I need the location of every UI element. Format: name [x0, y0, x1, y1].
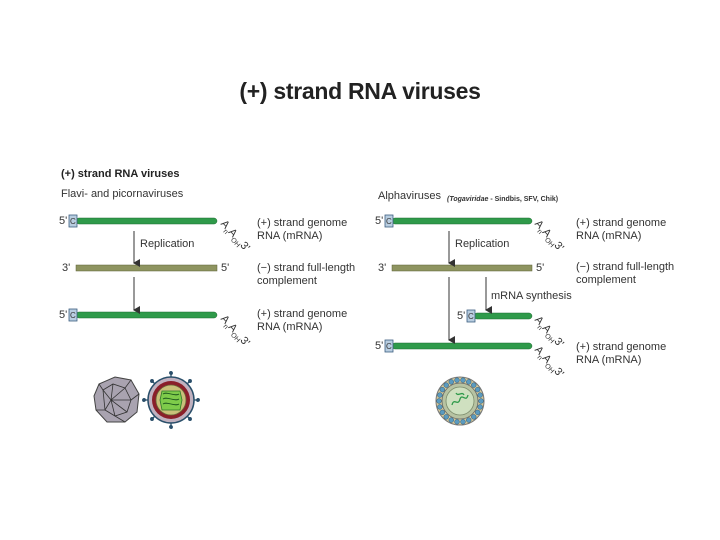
left-top-cap-label: C — [70, 217, 76, 226]
right-subgenomic-plus-strand — [466, 309, 533, 323]
desc-line-1: (−) strand full-length — [576, 261, 675, 273]
right-middle-minus-strand — [391, 264, 533, 272]
right-family-note: (Togaviridae - Sindbis, SFV, Chik) — [447, 193, 558, 206]
right-middle-five-prime-label: 5' — [536, 262, 545, 274]
desc-line-1: (+) strand genome — [257, 308, 348, 320]
glycoprotein-spike — [448, 417, 454, 423]
family-rest: - Sindbis, SFV, Chik) — [488, 196, 559, 203]
left-top-plus-strand — [68, 214, 218, 228]
glycoprotein-spike — [460, 419, 466, 425]
glycoprotein-spike — [436, 398, 442, 404]
glycoprotein-spike — [439, 387, 445, 393]
glycoprotein-spike — [471, 414, 477, 420]
glycoprotein-spike — [439, 409, 445, 416]
left-top-strand-description: (+) strand genome RNA (mRNA) — [257, 217, 347, 243]
glycoprotein-spike — [466, 379, 472, 385]
left-bottom-plus-strand — [68, 308, 218, 322]
right-top-cap-label: C — [386, 217, 392, 226]
picornavirus-capsid-icon — [93, 376, 140, 423]
flavivirus-virion-icon — [142, 371, 200, 429]
glycoprotein-spike — [475, 409, 481, 416]
left-bottom-cap-label: C — [70, 311, 76, 320]
right-top-strand-description: (+) strand genome RNA (mRNA) — [576, 217, 666, 243]
right-sub-cap-label: C — [468, 312, 474, 321]
desc-line-2: RNA (mRNA) — [257, 321, 323, 333]
glycoprotein-spike — [454, 377, 460, 383]
glycoprotein-spike — [477, 404, 483, 410]
glycoprotein-spike — [477, 392, 483, 398]
left-bottom-strand-description: (+) strand genome RNA (mRNA) — [257, 308, 347, 334]
right-bottom-strand-description: (+) strand genome RNA (mRNA) — [576, 341, 666, 367]
right-replication-label: Replication — [455, 238, 510, 250]
desc-line-1: (+) strand genome — [576, 217, 667, 229]
family-italic: (Togaviridae — [447, 196, 489, 203]
right-mrna-synthesis-label: mRNA synthesis — [491, 290, 572, 302]
right-middle-strand-description: (−) strand full-length complement — [576, 261, 674, 287]
desc-line-2: complement — [257, 275, 317, 287]
desc-line-2: RNA (mRNA) — [576, 354, 642, 366]
glycoprotein-spike — [443, 382, 449, 388]
desc-line-2: RNA (mRNA) — [257, 230, 323, 242]
desc-line-2: RNA (mRNA) — [576, 230, 642, 242]
left-middle-three-prime-label: 3' — [62, 262, 71, 274]
desc-line-2: complement — [576, 274, 636, 286]
left-panel-subheader: Flavi- and picornaviruses — [61, 188, 184, 200]
glycoprotein-spike — [443, 414, 449, 420]
right-middle-three-prime-label: 3' — [378, 262, 387, 274]
glycoprotein-spike — [437, 404, 443, 410]
left-replication-label: Replication — [140, 238, 195, 250]
right-sub-five-prime-label: 5' — [457, 310, 466, 322]
left-panel-header: (+) strand RNA viruses — [61, 168, 180, 180]
desc-line-1: (+) strand genome — [257, 217, 348, 229]
glycoprotein-spike — [475, 387, 481, 393]
left-middle-minus-strand — [75, 264, 218, 272]
right-bottom-cap-label: C — [386, 342, 392, 351]
glycoprotein-spike — [437, 392, 443, 398]
right-top-plus-strand — [384, 214, 533, 228]
right-bottom-plus-strand — [384, 339, 533, 353]
glycoprotein-spike — [478, 398, 484, 404]
left-middle-strand-description: (−) strand full-length complement — [257, 262, 355, 288]
glycoprotein-spike — [454, 419, 460, 425]
left-top-five-prime-label: 5' — [59, 215, 68, 227]
right-bottom-five-prime-label: 5' — [375, 340, 384, 352]
right-top-five-prime-label: 5' — [375, 215, 384, 227]
glycoprotein-spike — [448, 379, 454, 385]
page-title: (+) strand RNA viruses — [239, 78, 481, 104]
left-middle-five-prime-label: 5' — [221, 262, 230, 274]
glycoprotein-spike — [466, 417, 472, 423]
glycoprotein-spike — [471, 382, 477, 388]
desc-line-1: (−) strand full-length — [257, 262, 356, 274]
desc-line-1: (+) strand genome — [576, 341, 667, 353]
right-panel-subheader: Alphaviruses — [378, 190, 441, 202]
glycoprotein-spike — [460, 377, 466, 383]
alphavirus-virion-icon — [435, 376, 485, 426]
left-bottom-five-prime-label: 5' — [59, 309, 68, 321]
